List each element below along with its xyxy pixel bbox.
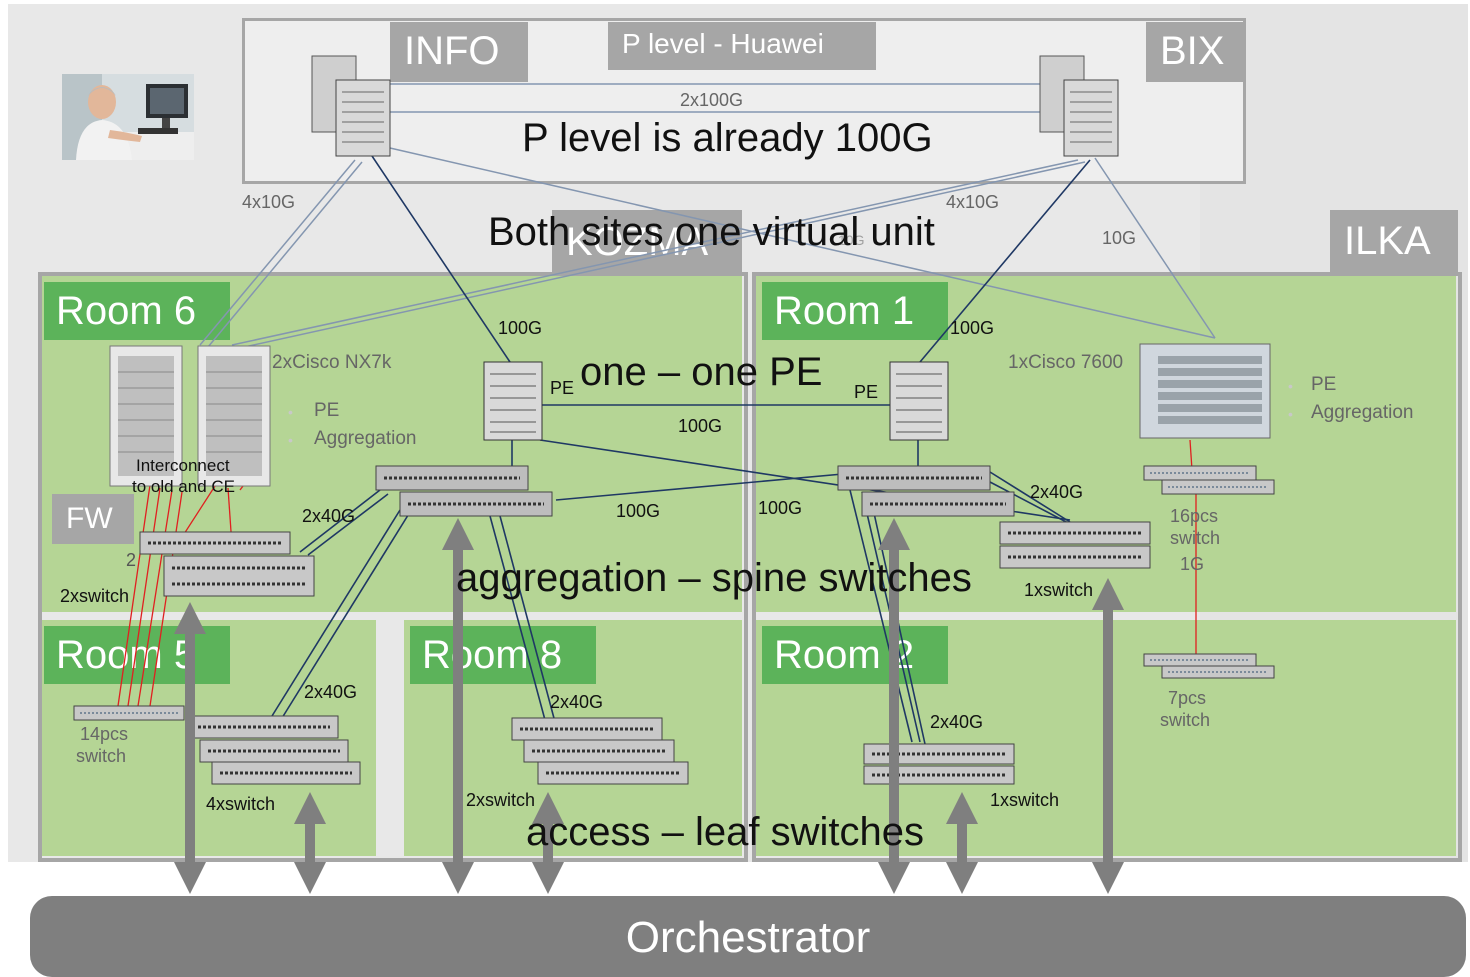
switch-room6-label: 2xswitch — [60, 586, 130, 606]
nx7k-label: 2xCisco NX7k — [272, 352, 392, 373]
p-level-huawei-label: P level - Huawei — [608, 22, 876, 70]
cisco-7600-label: 1xCisco 7600 — [1008, 352, 1124, 373]
switch-7pcs-label-line1: 7pcs — [1168, 688, 1207, 708]
switch-room2-label: 1xswitch — [990, 790, 1060, 810]
core-router-icon — [311, 55, 1119, 157]
site-label-bix: BIX — [1146, 22, 1246, 82]
site-label-ilka: ILKA — [1330, 210, 1458, 274]
pe-left-bullet: PE — [314, 400, 340, 421]
switch-14pcs-label-line2: switch — [76, 746, 127, 766]
switch-room1-label: 1xswitch — [1024, 580, 1094, 600]
leaf-switch-icon — [73, 465, 1275, 785]
switch-7pcs-label-line2: switch — [1160, 710, 1211, 730]
link-100g-room6-label: 100G — [498, 318, 543, 338]
link-100g-room1-label: 100G — [950, 318, 995, 338]
link-2x40g-room2-label: 2x40G — [930, 712, 984, 732]
switch-16pcs-label-line2: switch — [1170, 528, 1221, 548]
link-2x40g-room5-label: 2x40G — [304, 682, 358, 702]
orchestrator-arrows — [173, 517, 1125, 895]
site-label-info: INFO — [390, 22, 528, 82]
link-2x100g-label: 2x100G — [680, 90, 744, 110]
interconnect-label-line1: Interconnect — [136, 456, 230, 475]
bullet-dot: • — [1288, 406, 1293, 422]
pe-small-right-label: PE — [854, 382, 879, 402]
link-2x40g-room6-label: 2x40G — [302, 506, 356, 526]
operator-photo-icon — [62, 74, 194, 160]
virtual-unit-text: Both sites one virtual unit — [488, 210, 935, 254]
link-10g-label: 10G — [1102, 228, 1137, 248]
site-label-kozma: KOZMA — [552, 210, 742, 276]
aggregation-right-bullet: Aggregation — [1311, 402, 1414, 423]
spine-switch-icon — [375, 465, 1015, 517]
links-10g — [199, 147, 1216, 349]
pe-router-icon — [483, 361, 949, 441]
link-1g-label: 1G — [1180, 554, 1205, 574]
aggregation-layer-text: aggregation – spine switches — [456, 556, 972, 600]
switch-room6-hidden-label: 2 — [126, 550, 137, 570]
switch-14pcs-label-line1: 14pcs — [80, 724, 129, 744]
link-100g-pe-label: 100G — [678, 416, 723, 436]
link-100g-mid-left-label: 100G — [616, 501, 661, 521]
link-4x10g-right-label: 4x10G — [946, 192, 1000, 212]
link-2x40g-room1-label: 2x40G — [1030, 482, 1084, 502]
link-4x10g-left-label: 4x10G — [242, 192, 296, 212]
switch-room8-label: 2xswitch — [466, 790, 536, 810]
one-one-pe-text: one – one PE — [580, 350, 823, 394]
nx7k-chassis-icon — [109, 345, 271, 487]
interconnect-label-line2: to old and CE — [132, 477, 236, 496]
bullet-dot: • — [288, 432, 293, 448]
pe-right-bullet: PE — [1311, 374, 1337, 395]
switch-16pcs-label-line1: 16pcs — [1170, 506, 1219, 526]
link-100g-mid-right-label: 100G — [758, 498, 803, 518]
link-2x40g-room8-label: 2x40G — [550, 692, 604, 712]
room-6-title: Room 6 — [44, 282, 230, 340]
switch-room5-label: 4xswitch — [206, 794, 276, 814]
orchestrator-bar: Orchestrator — [30, 896, 1466, 977]
room-1-title: Room 1 — [762, 282, 948, 340]
fw-label: FW — [52, 494, 134, 544]
cisco-7600-chassis-icon — [1139, 343, 1271, 439]
pe-small-left-label: PE — [550, 378, 575, 398]
aggregation-left-bullet: Aggregation — [314, 428, 417, 449]
bullet-dot: • — [288, 404, 293, 420]
kozma-site-frame — [38, 272, 748, 862]
p-level-100g-text: P level is already 100G — [522, 116, 933, 160]
link-10g-hidden-label: 10G — [838, 232, 865, 248]
p-level-links — [390, 83, 1070, 113]
access-layer-text: access – leaf switches — [526, 810, 924, 854]
bullet-dot: • — [1288, 378, 1293, 394]
